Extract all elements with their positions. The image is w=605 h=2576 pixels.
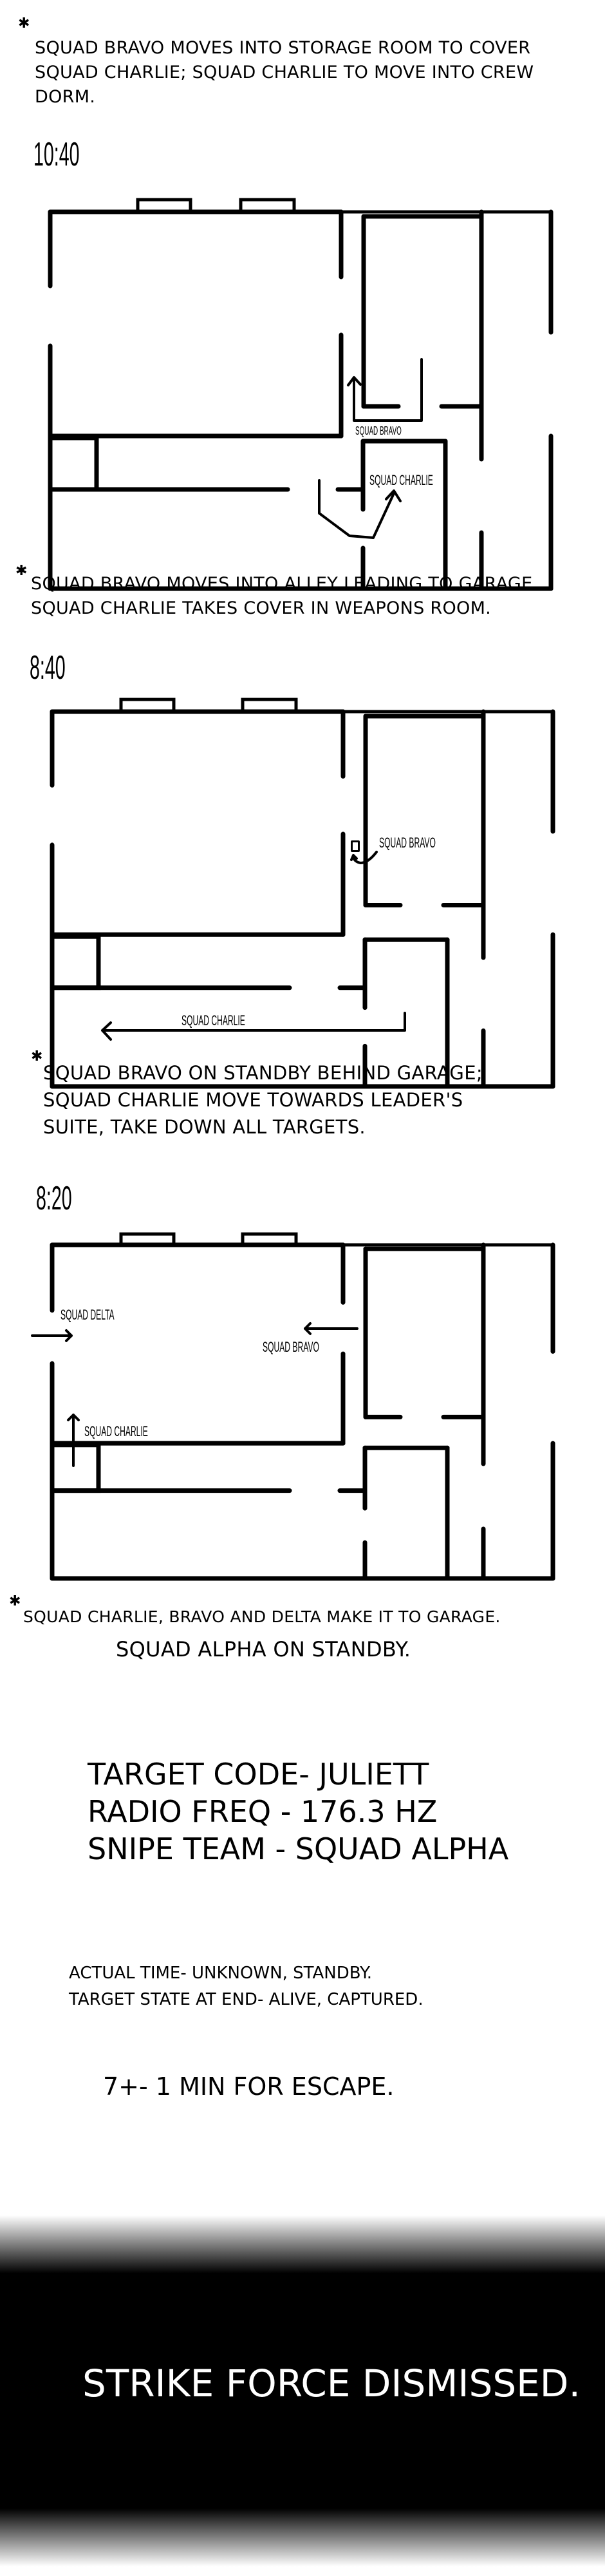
mission-summary: TARGET CODE- JULIETT RADIO FREQ - 176.3 … xyxy=(88,1756,508,1868)
star-icon: ✱ xyxy=(9,1593,21,1609)
step-1-time: 10:40 xyxy=(33,136,80,173)
map-label-squad-charlie: SQUAD CHARLIE xyxy=(182,1012,245,1028)
caption-line: DORM. xyxy=(35,87,96,107)
step-3-caption: SQUAD BRAVO ON STANDBY BEHIND GARAGE; SQ… xyxy=(43,1059,483,1141)
outcome-line-1: SQUAD CHARLIE, BRAVO AND DELTA MAKE IT T… xyxy=(23,1607,501,1626)
step-1-caption: SQUAD BRAVO MOVES INTO STORAGE ROOM TO C… xyxy=(35,36,534,109)
caption-line: SQUAD BRAVO MOVES INTO STORAGE ROOM TO C… xyxy=(35,38,531,58)
caption-line: SQUAD CHARLIE; SQUAD CHARLIE TO MOVE INT… xyxy=(35,62,534,82)
star-icon: ✱ xyxy=(15,563,28,579)
radio-frequency: RADIO FREQ - 176.3 HZ xyxy=(88,1794,438,1829)
snipe-team: SNIPE TEAM - SQUAD ALPHA xyxy=(88,1832,509,1866)
outcome-line-2: SQUAD ALPHA ON STANDBY. xyxy=(116,1637,411,1662)
step-2-time: 8:40 xyxy=(30,649,66,687)
floor-plan-1 xyxy=(50,212,551,589)
floor-plan-walls xyxy=(52,1234,553,1578)
floor-plan-walls xyxy=(50,200,551,589)
mission-status: ACTUAL TIME- UNKNOWN, STANDBY. TARGET ST… xyxy=(69,1960,424,2013)
star-icon: ✱ xyxy=(31,1048,43,1065)
target-code: TARGET CODE- JULIETT xyxy=(88,1757,429,1792)
map-label-squad-charlie: SQUAD CHARLIE xyxy=(369,472,433,488)
caption-line: SQUAD BRAVO ON STANDBY BEHIND GARAGE; xyxy=(43,1062,483,1084)
map-label-squad-bravo: SQUAD BRAVO xyxy=(263,1339,319,1355)
caption-line: SUITE, TAKE DOWN ALL TARGETS. xyxy=(43,1116,366,1138)
actual-time: ACTUAL TIME- UNKNOWN, STANDBY. xyxy=(69,1964,373,1983)
target-state: TARGET STATE AT END- ALIVE, CAPTURED. xyxy=(69,1990,424,2009)
caption-line: SQUAD CHARLIE MOVE TOWARDS LEADER'S xyxy=(43,1089,463,1111)
squad-bravo-marker xyxy=(351,840,360,852)
map-label-squad-charlie: SQUAD CHARLIE xyxy=(84,1423,148,1439)
map-label-squad-bravo: SQUAD BRAVO xyxy=(355,424,402,437)
caption-line: SQUAD BRAVO MOVES INTO ALLEY LEADING TO … xyxy=(31,574,539,594)
map-label-squad-delta: SQUAD DELTA xyxy=(60,1307,115,1323)
floor-plan-walls xyxy=(52,699,553,1086)
map-label-squad-bravo: SQUAD BRAVO xyxy=(379,835,436,851)
final-banner xyxy=(0,2215,605,2576)
floor-plan-2 xyxy=(52,712,553,1086)
escape-time: 7+- 1 MIN FOR ESCAPE. xyxy=(103,2072,395,2101)
step-3-time: 8:20 xyxy=(36,1180,72,1217)
strike-force-dismissed: STRIKE FORCE DISMISSED. xyxy=(82,2362,581,2405)
star-icon: ✱ xyxy=(18,15,30,32)
floor-plan-3 xyxy=(52,1245,553,1578)
caption-line: SQUAD CHARLIE TAKES COVER IN WEAPONS ROO… xyxy=(31,598,492,618)
step-2-caption: SQUAD BRAVO MOVES INTO ALLEY LEADING TO … xyxy=(31,572,538,621)
